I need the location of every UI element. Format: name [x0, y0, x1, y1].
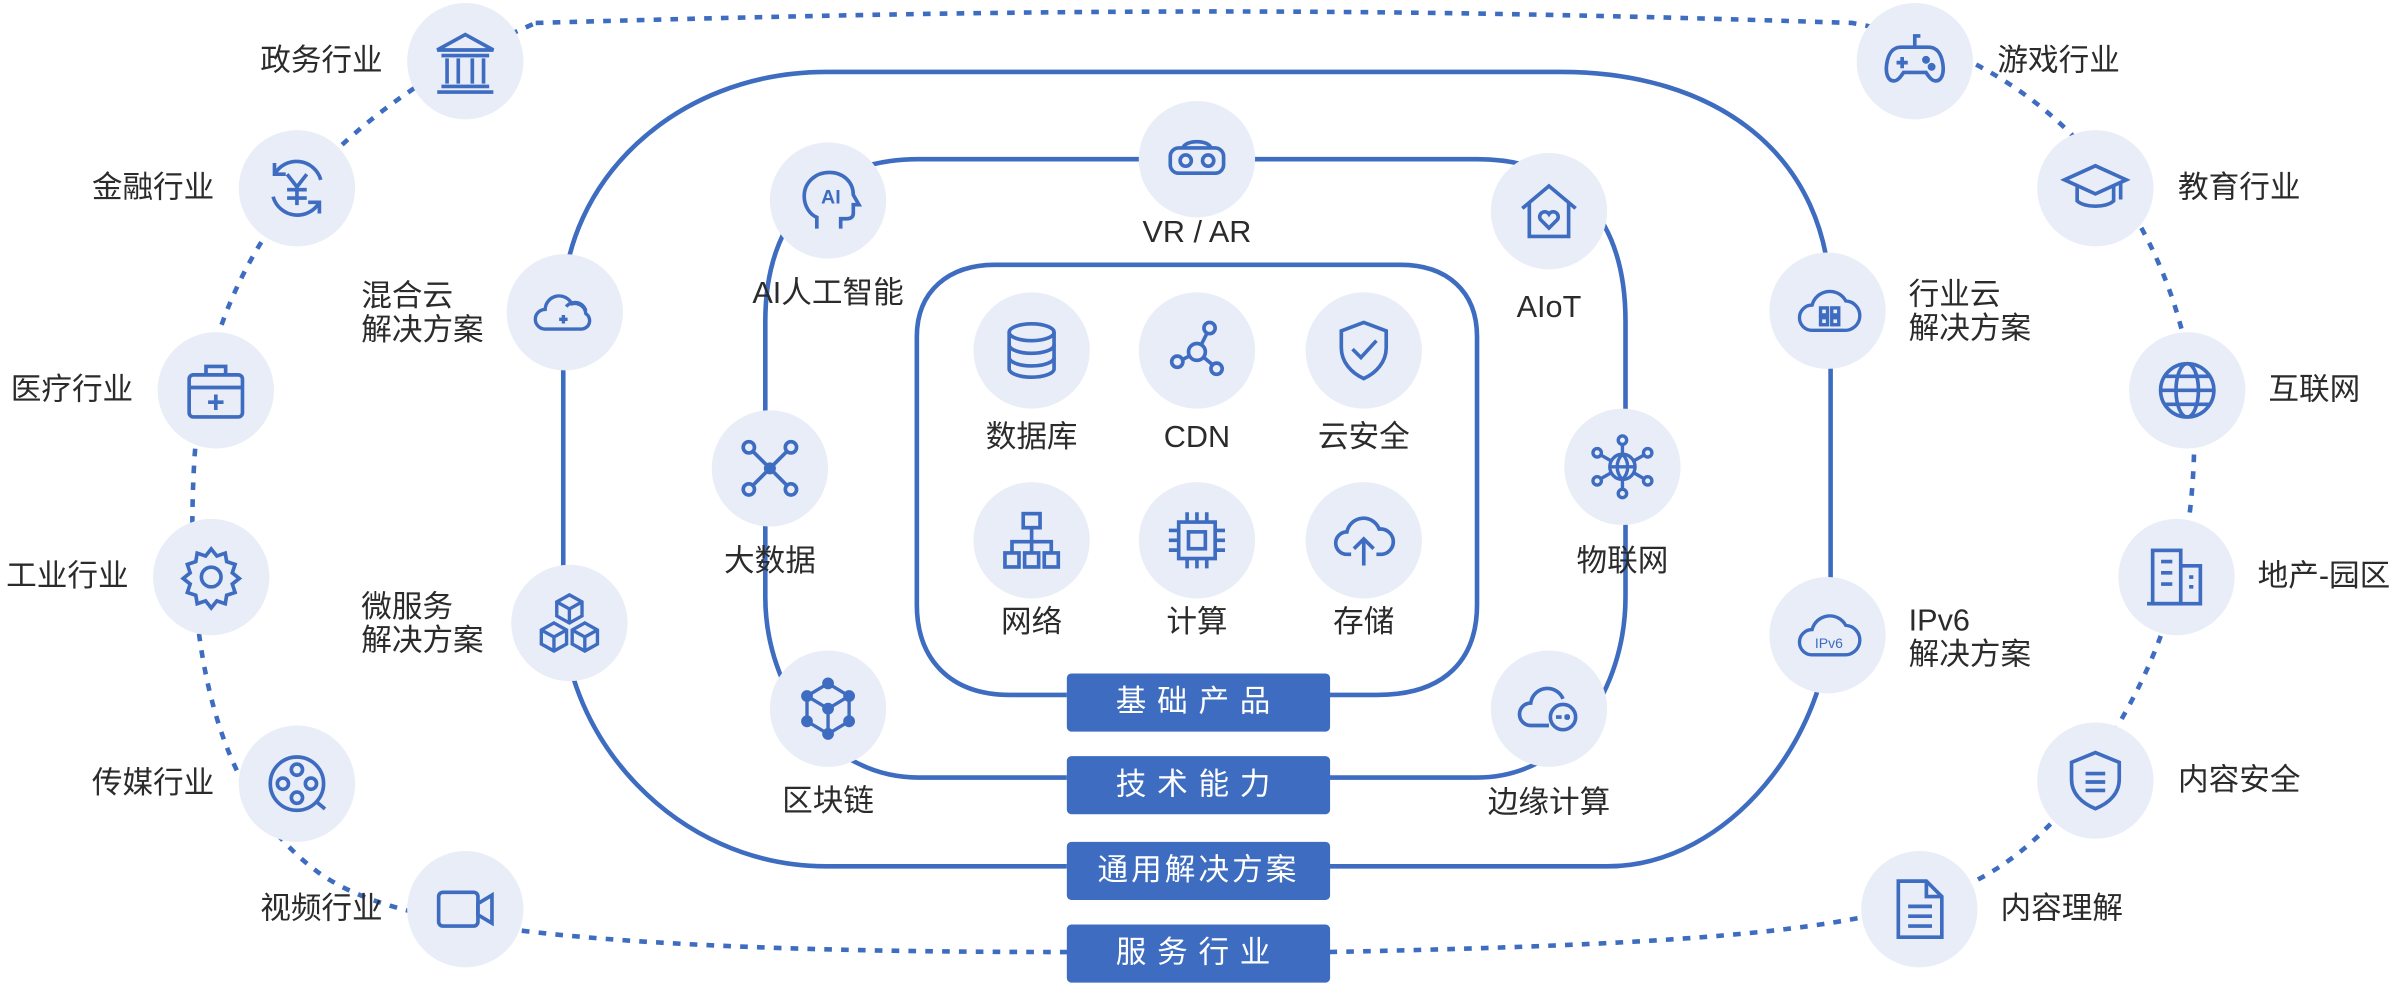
database-icon — [1007, 322, 1056, 379]
education-node — [2037, 130, 2154, 247]
cdn-icon — [1169, 320, 1225, 377]
cloud-ipv6-icon: IPv6 — [1797, 614, 1862, 657]
content-security-node — [2037, 722, 2154, 839]
banner-general-solutions: 通用解决方案 — [1066, 841, 1331, 900]
video-node — [407, 851, 524, 968]
cloud-security-node — [1305, 292, 1422, 409]
big-data-node — [711, 410, 829, 527]
storage-node — [1305, 482, 1422, 599]
internet-label: 互联网 — [2268, 373, 2361, 408]
medical-label: 医疗行业 — [10, 373, 134, 408]
media-label: 传媒行业 — [91, 766, 215, 801]
content-security-label: 内容安全 — [2178, 763, 2301, 798]
cloud-grid-icon — [1797, 289, 1862, 333]
real-estate-label: 地产-园区 — [2257, 560, 2391, 594]
government-node — [407, 3, 524, 120]
content-understanding-label: 内容理解 — [2000, 892, 2123, 927]
government-label: 政务行业 — [260, 44, 383, 79]
media-icon — [268, 755, 327, 813]
big-data-icon — [741, 439, 799, 497]
education-label: 教育行业 — [2178, 171, 2301, 206]
network-icon — [1003, 511, 1061, 569]
gamepad-icon — [1884, 34, 1945, 83]
cloud-security-label: 云安全 — [1317, 420, 1410, 455]
ai-icon-text: AI — [821, 186, 841, 208]
microservice-label: 微服务 解决方案 — [361, 590, 484, 659]
medical-icon — [187, 364, 245, 419]
iot-globe-icon — [1591, 434, 1654, 500]
edge-computing-label: 边缘计算 — [1487, 786, 1611, 821]
aiot-node — [1490, 153, 1608, 270]
video-label: 视频行业 — [260, 892, 383, 927]
video-icon — [436, 890, 494, 928]
finance-label: 金融行业 — [91, 171, 215, 206]
basic-ring — [914, 262, 1480, 698]
gaming-node — [1856, 3, 1973, 120]
edge-cloud-icon — [1517, 686, 1578, 732]
internet-node — [2129, 332, 2246, 449]
media-node — [238, 725, 356, 842]
storage-label: 存储 — [1333, 606, 1395, 640]
ipv6-node: IPv6 — [1769, 577, 1886, 694]
industrial-label: 工业行业 — [6, 560, 129, 594]
gear-icon — [180, 546, 243, 611]
smart-home-icon — [1521, 183, 1577, 239]
ipv6-label: IPv6 解决方案 — [1908, 604, 2032, 672]
cloud-plus-icon — [533, 294, 592, 331]
big-data-label: 大数据 — [723, 544, 816, 579]
network-label: 网络 — [1001, 606, 1063, 640]
globe-icon — [2158, 361, 2216, 419]
cubes-icon — [539, 592, 600, 653]
graduation-cap-icon — [2060, 163, 2131, 208]
gaming-label: 游戏行业 — [1997, 44, 2120, 79]
banner-basic-products: 基础产品 — [1066, 673, 1331, 732]
vr-ar-label: VR / AR — [1142, 215, 1252, 250]
database-label: 数据库 — [985, 420, 1078, 455]
content-understanding-node — [1861, 851, 1978, 968]
real-estate-node — [2118, 518, 2235, 636]
ai-node: AI — [769, 142, 887, 259]
building-icon — [2147, 548, 2203, 606]
government-icon — [436, 32, 495, 94]
vr-headset-icon — [1168, 139, 1226, 176]
shield-check-icon — [1339, 320, 1389, 381]
iot-label: 物联网 — [1576, 544, 1669, 579]
blockchain-icon — [801, 677, 855, 740]
finance-node — [238, 130, 356, 247]
cdn-node — [1138, 292, 1256, 409]
compute-node — [1138, 482, 1256, 599]
iot-node — [1564, 408, 1681, 525]
ipv6-icon-text: IPv6 — [1815, 635, 1843, 651]
microservice-node — [511, 564, 628, 682]
ai-label: AI人工智能 — [752, 277, 904, 311]
industry-cloud-node — [1769, 252, 1886, 369]
network-node — [973, 482, 1090, 599]
shield-doc-icon — [2069, 750, 2122, 811]
banner-tech-capabilities: 技术能力 — [1066, 756, 1331, 815]
medical-node — [157, 332, 274, 449]
edge-computing-node — [1490, 650, 1608, 767]
vr-ar-node — [1138, 101, 1256, 218]
cdn-label: CDN — [1163, 420, 1231, 455]
ai-head-icon: AI — [802, 170, 863, 229]
chip-icon — [1168, 512, 1225, 569]
industry-cloud-label: 行业云 解决方案 — [1908, 278, 2032, 346]
cloud-upload-icon — [1333, 516, 1396, 566]
aiot-label: AIoT — [1516, 290, 1582, 325]
blockchain-node — [769, 650, 887, 767]
finance-icon — [271, 159, 323, 217]
blockchain-label: 区块链 — [782, 785, 874, 819]
document-icon — [1896, 879, 1944, 940]
database-node — [973, 292, 1090, 409]
industrial-node — [153, 518, 270, 636]
banner-service-industries: 服务行业 — [1066, 924, 1331, 983]
solutions-ring — [560, 69, 1833, 869]
hybrid-cloud-node — [506, 254, 623, 371]
hybrid-cloud-label: 混合云 解决方案 — [361, 280, 484, 348]
compute-label: 计算 — [1166, 606, 1228, 640]
